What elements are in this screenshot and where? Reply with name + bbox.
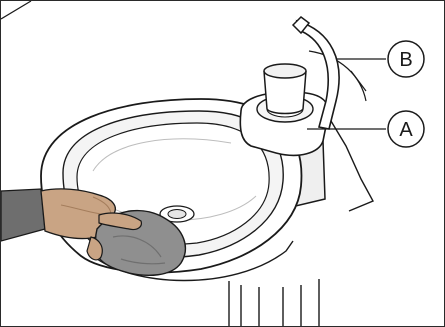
callout-b-label: B xyxy=(399,49,412,71)
drain-icon xyxy=(168,210,186,219)
support-column xyxy=(229,279,319,326)
cup xyxy=(264,64,306,114)
sleeve xyxy=(1,189,45,241)
wall-edge-line xyxy=(1,1,31,19)
back-edge-line xyxy=(351,71,366,91)
unit-side-edge xyxy=(331,121,373,211)
callout-a-label: A xyxy=(399,119,413,141)
